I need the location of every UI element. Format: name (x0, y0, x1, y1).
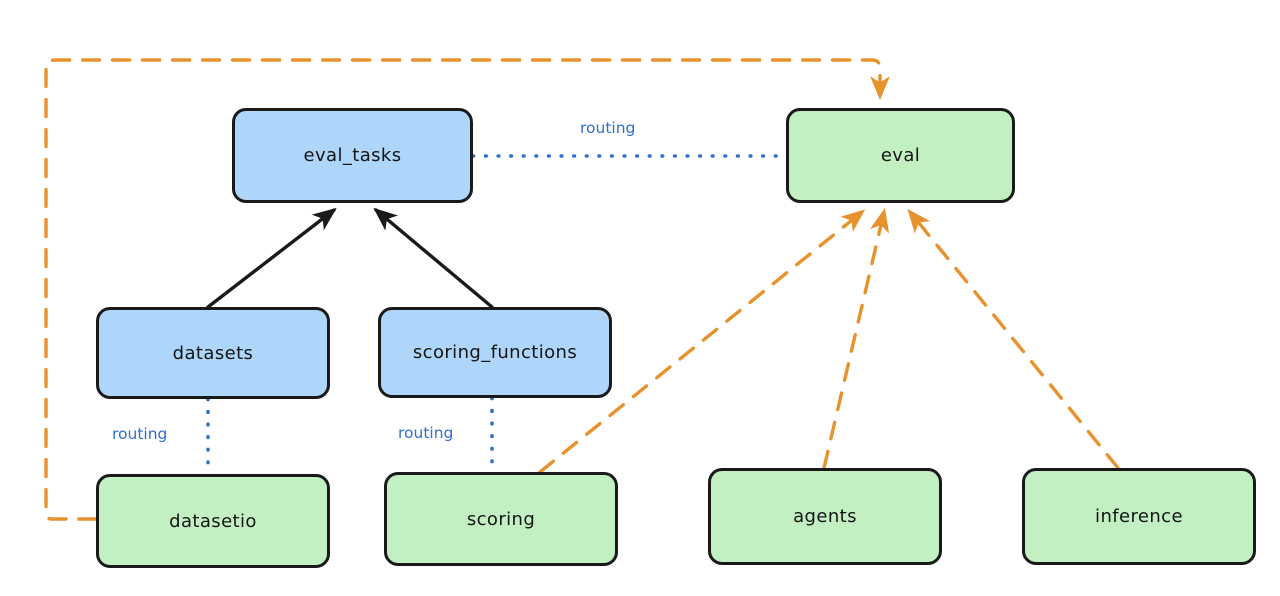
node-label: inference (1095, 506, 1183, 527)
node-inference[interactable]: inference (1022, 468, 1256, 565)
node-datasets[interactable]: datasets (96, 307, 330, 399)
node-scoring-functions[interactable]: scoring_functions (378, 307, 612, 398)
node-label: scoring (466, 508, 536, 530)
edge-scoring-functions-to-eval-tasks (373, 207, 494, 309)
node-scoring[interactable]: scoring (384, 472, 618, 566)
node-label: agents (793, 506, 857, 527)
node-label: datasets (172, 342, 254, 364)
edge-inference-to-eval (907, 208, 1120, 470)
node-agents[interactable]: agents (708, 468, 942, 565)
edge-datasetio-to-eval (44, 58, 890, 521)
node-eval-tasks[interactable]: eval_tasks (232, 108, 473, 203)
node-label: scoring_functions (412, 342, 578, 363)
edge-label-routing-scoring-functions-scoring: routing (398, 424, 454, 442)
edge-scoring-to-eval (538, 209, 866, 474)
node-label: eval_tasks (303, 145, 402, 166)
node-label: eval (880, 145, 921, 166)
edge-label-routing-eval-tasks-eval: routing (580, 119, 636, 137)
edge-agents-to-eval (822, 208, 890, 470)
edge-label-routing-datasets-datasetio: routing (112, 425, 168, 443)
edge-datasets-to-eval-tasks (206, 207, 337, 309)
node-label: datasetio (169, 510, 257, 532)
node-eval[interactable]: eval (786, 108, 1015, 203)
node-datasetio[interactable]: datasetio (96, 474, 330, 568)
